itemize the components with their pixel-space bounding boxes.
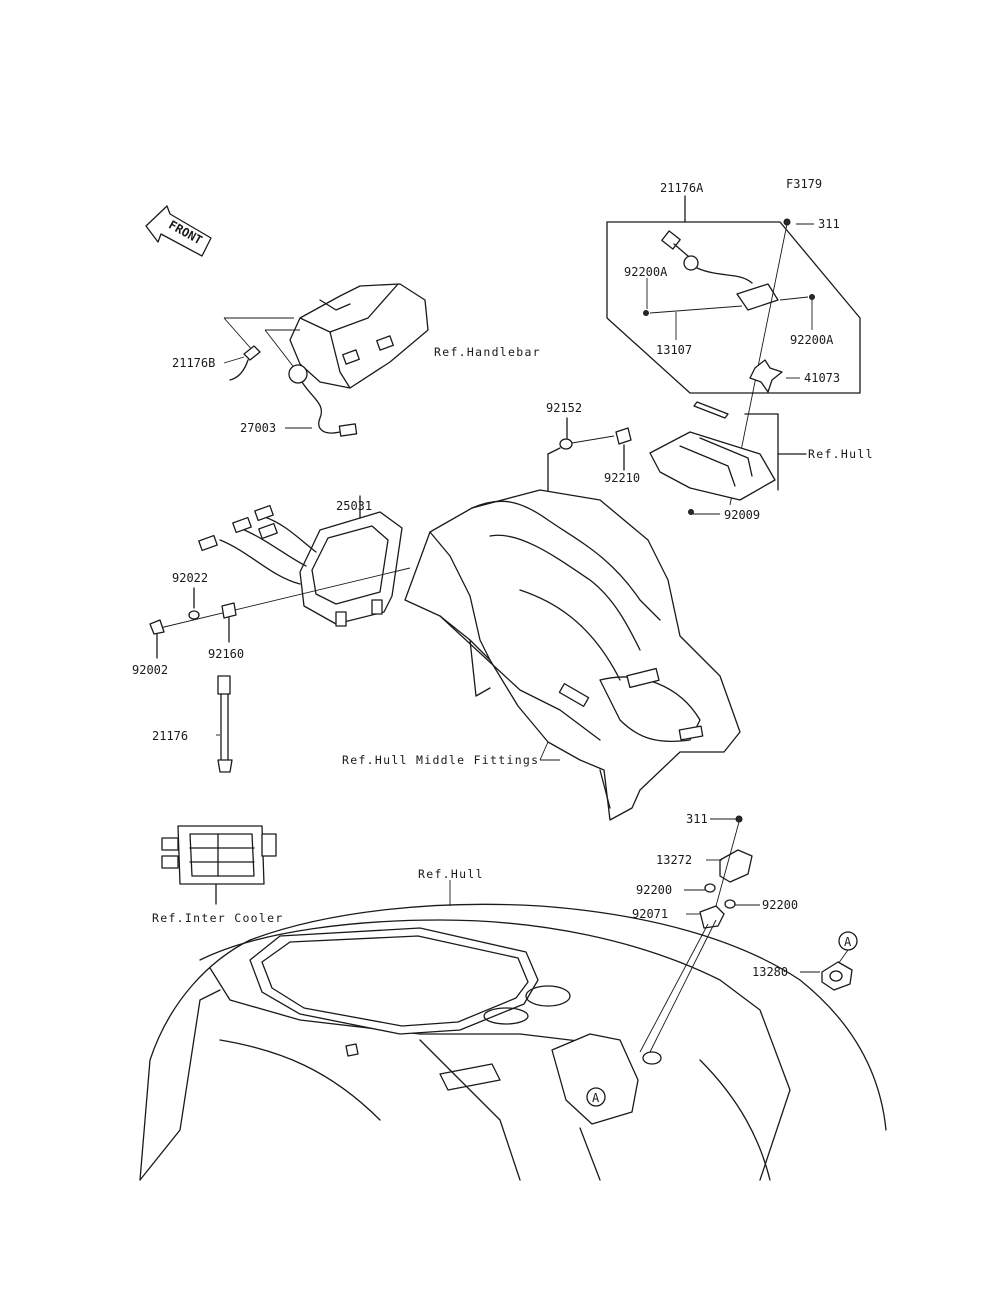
label-92200A-left: 92200A	[624, 265, 668, 279]
meter-25031	[149, 495, 411, 659]
label-21176A: 21176A	[660, 181, 704, 195]
ref-hull-bottom: Ref.Hull	[418, 867, 484, 881]
label-311-top: 311	[818, 217, 840, 231]
label-13272: 13272	[656, 853, 692, 867]
ref-inter-cooler: Ref.Inter Cooler	[152, 911, 284, 925]
figure-code: F3179	[786, 177, 822, 191]
sensor-21176	[217, 675, 233, 773]
label-92071: 92071	[632, 907, 668, 921]
cap-assembly-13272	[639, 815, 753, 1057]
assembly-21176A	[606, 195, 861, 506]
label-25031: 25031	[336, 499, 372, 513]
hull-middle-fittings	[404, 489, 741, 821]
lower-hull: A	[139, 903, 887, 1181]
label-92009: 92009	[724, 508, 760, 522]
label-92210: 92210	[604, 471, 640, 485]
label-92200A-right: 92200A	[790, 333, 834, 347]
cover-13280: A	[821, 931, 858, 991]
label-13107: 13107	[656, 343, 692, 357]
label-13280: 13280	[752, 965, 788, 979]
hull-mount-plate	[649, 401, 807, 515]
handlebar-assembly	[223, 283, 429, 437]
ref-hull-middle-fittings: Ref.Hull Middle Fittings	[342, 753, 539, 767]
label-311-bottom: 311	[686, 812, 708, 826]
label-21176B: 21176B	[172, 356, 215, 370]
label-92160: 92160	[208, 647, 244, 661]
label-92022: 92022	[172, 571, 208, 585]
label-92200-left: 92200	[636, 883, 672, 897]
label-92002: 92002	[132, 663, 168, 677]
label-27003: 27003	[240, 421, 276, 435]
inter-cooler	[161, 825, 277, 905]
leader-lines	[216, 223, 820, 973]
label-21176: 21176	[152, 729, 188, 743]
ref-hull-top: Ref.Hull	[808, 447, 874, 461]
circle-marker-A-bottom: A	[592, 1091, 600, 1105]
front-arrow-icon: FRONT	[145, 205, 212, 257]
circle-marker-A-top: A	[844, 935, 852, 949]
label-92200-right: 92200	[762, 898, 798, 912]
label-92152: 92152	[546, 401, 582, 415]
ref-handlebar: Ref.Handlebar	[434, 345, 541, 359]
label-41073: 41073	[804, 371, 840, 385]
